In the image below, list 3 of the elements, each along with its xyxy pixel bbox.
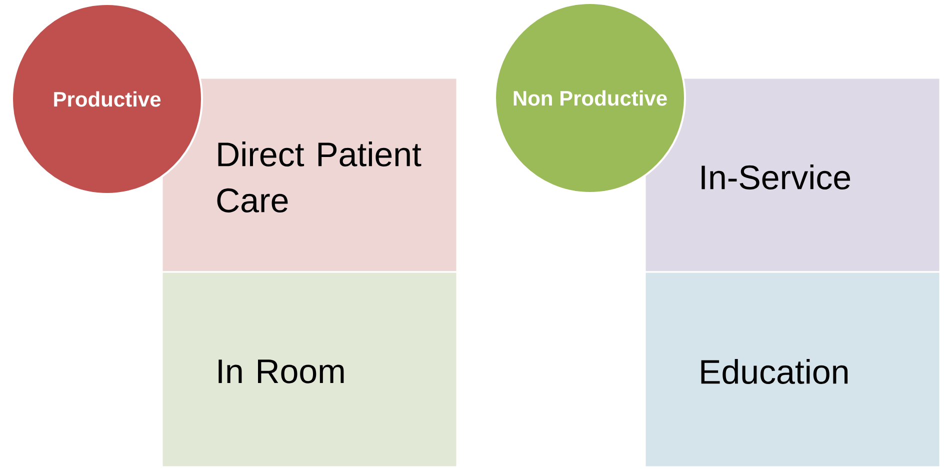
- text-box: Direct Patient Care: [161, 77, 458, 273]
- text-box: In Room: [161, 271, 458, 468]
- text-box: Education: [644, 271, 941, 468]
